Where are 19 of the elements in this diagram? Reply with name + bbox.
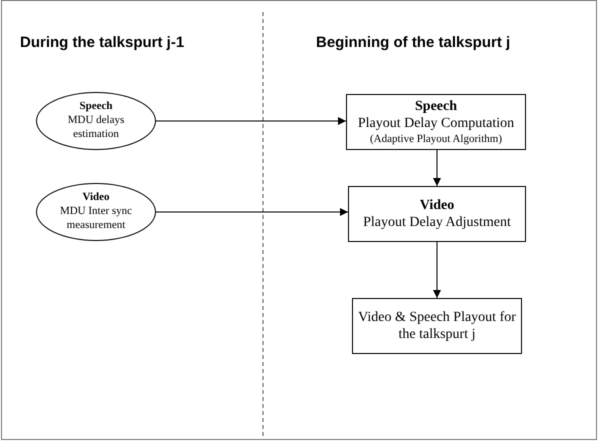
node-text: MDU delays estimation — [66, 114, 126, 142]
node-text: MDU Inter sync measurement — [58, 205, 134, 233]
arrow — [156, 208, 348, 216]
node-text: Playout Delay Computation — [356, 115, 516, 133]
node-heading: Speech — [78, 100, 114, 114]
node-heading: Video — [418, 196, 456, 214]
arrow — [156, 117, 346, 125]
column-heading: During the talkspurt j-1 — [20, 33, 184, 53]
arrow — [433, 150, 441, 186]
process-box — [348, 186, 526, 242]
node-text: Video & Speech Playout for the talkspurt j — [357, 308, 517, 344]
process-box — [352, 298, 522, 354]
node-text: Playout Delay Adjustment — [362, 214, 512, 232]
node-heading: Video — [81, 191, 111, 206]
process-box — [346, 94, 526, 150]
node-heading: Speech — [414, 98, 458, 116]
node-text: (Adaptive Playout Algorithm) — [370, 132, 502, 146]
arrow — [433, 242, 441, 298]
column-heading: Beginning of the talkspurt j — [316, 33, 510, 53]
